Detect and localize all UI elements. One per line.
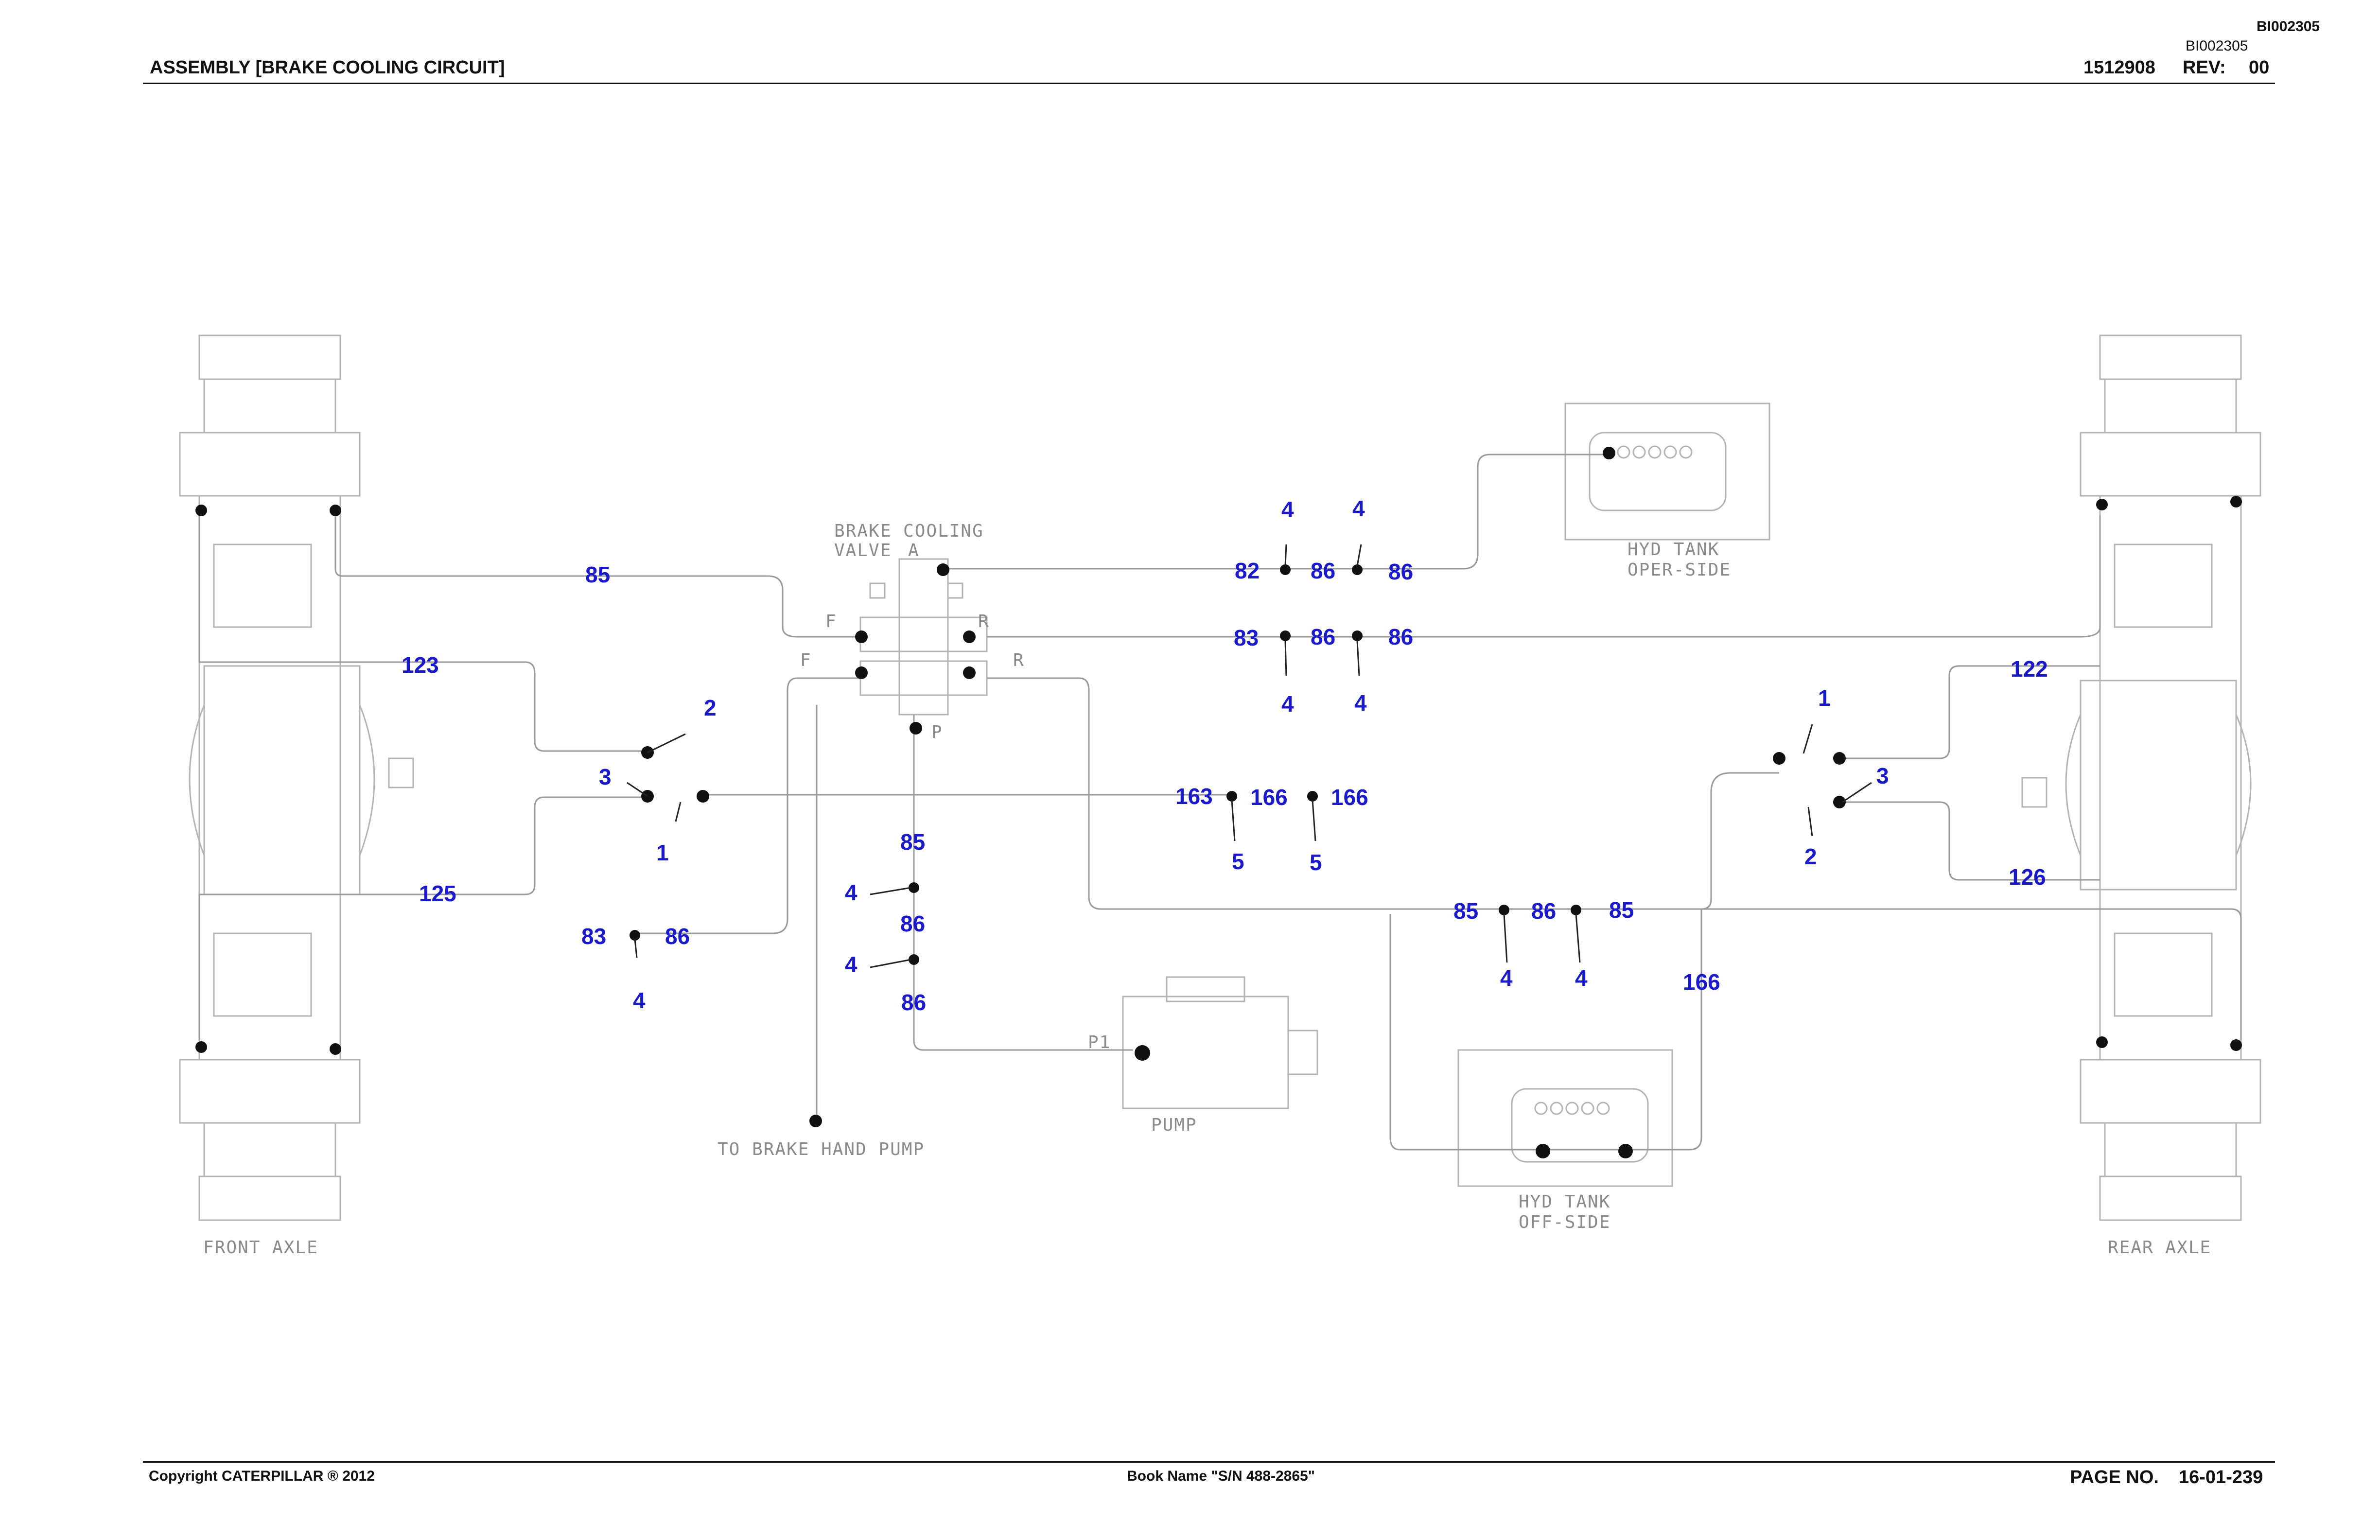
hyd-tank-off-side: HYD TANK OFF-SIDE [1457, 1049, 1673, 1232]
off-tank-label-2: OFF-SIDE [1519, 1212, 1610, 1232]
callout-86-top2: 86 [1388, 559, 1413, 584]
revision-label: REV: [2183, 57, 2226, 78]
callout-166-b: 166 [1331, 785, 1368, 810]
callout-4-top2: 4 [1352, 496, 1365, 521]
valve-port-f1: F [825, 612, 837, 631]
callout-3-right: 3 [1876, 763, 1889, 788]
callout-4-right2: 4 [1575, 965, 1588, 991]
pump-label: PUMP [1151, 1115, 1197, 1135]
valve-label-line1: BRAKE COOLING [834, 521, 984, 541]
callout-86-top3: 86 [1311, 624, 1335, 649]
off-tank-label-1: HYD TANK [1519, 1192, 1610, 1212]
callout-1-right: 1 [1818, 685, 1831, 711]
callout-86-top4: 86 [1388, 624, 1413, 649]
valve-port-p: P [931, 722, 943, 742]
hydraulic-lines [198, 454, 2242, 1151]
oper-tank-label-2: OPER-SIDE [1628, 560, 1731, 580]
callout-122: 122 [2011, 656, 2048, 682]
callout-83-top: 83 [1234, 625, 1259, 650]
rear-axle-drawing: REAR AXLE [2021, 334, 2261, 1258]
callout-85-right1: 85 [1453, 898, 1478, 924]
valve-port-f2: F [800, 650, 812, 670]
valve-port-r2: R [1013, 650, 1025, 670]
callout-4-right1: 4 [1500, 965, 1513, 991]
callout-86-top1: 86 [1311, 558, 1335, 583]
callout-85-right2: 85 [1609, 897, 1634, 923]
rear-axle-label: REAR AXLE [2108, 1238, 2211, 1258]
copyright-text: Copyright CATERPILLAR ® 2012 [149, 1468, 375, 1484]
valve-port-r1: R [978, 612, 990, 631]
callout-4-mid2: 4 [845, 952, 858, 977]
callout-3-left: 3 [599, 764, 612, 789]
leader-lines [627, 544, 1872, 968]
pump-port-p1: P1 [1088, 1032, 1111, 1052]
callout-166-a: 166 [1250, 785, 1288, 810]
callout-5-b: 5 [1310, 850, 1322, 875]
revision-value: 00 [2249, 57, 2270, 78]
document-number: 1512908 [2083, 57, 2155, 78]
callout-2-right: 2 [1804, 844, 1817, 869]
callout-86-low: 86 [665, 924, 690, 949]
callout-125: 125 [419, 881, 456, 906]
header-rule [143, 83, 2275, 84]
brake-cooling-valve: BRAKE COOLING VALVE A F F R R P [800, 521, 1025, 742]
valve-port-a: A [908, 541, 920, 560]
callout-86-mid1: 86 [900, 911, 925, 936]
callout-82: 82 [1235, 558, 1260, 583]
part-callouts: 85 123 2 3 1 125 83 86 4 85 4 86 4 86 4 … [402, 496, 2048, 1015]
front-axle-label: FRONT AXLE [203, 1238, 318, 1258]
page-title: ASSEMBLY [BRAKE COOLING CIRCUIT] [150, 57, 505, 78]
hyd-tank-oper-side: HYD TANK OPER-SIDE [1564, 402, 1770, 580]
callout-166-c: 166 [1683, 969, 1720, 995]
callout-83-low: 83 [581, 924, 606, 949]
front-axle-drawing: FRONT AXLE [179, 334, 414, 1258]
valve-label-line2: VALVE [834, 541, 892, 560]
book-name: Book Name "S/N 488-2865" [1127, 1468, 1315, 1484]
callout-85-top: 85 [585, 562, 610, 587]
hand-pump-label: TO BRAKE HAND PUMP [718, 1139, 925, 1159]
callout-1-left: 1 [656, 840, 669, 865]
callout-86-right: 86 [1531, 898, 1556, 924]
reference-code: BI002305 [2186, 38, 2248, 54]
fittings [195, 447, 2242, 1158]
page-number-value: 16-01-239 [2179, 1467, 2263, 1488]
callout-4-mid1: 4 [845, 880, 858, 905]
callout-86-mid2: 86 [901, 990, 926, 1015]
reference-code-top: BI002305 [2257, 18, 2320, 35]
callout-85-mid: 85 [900, 829, 925, 855]
page-number-label: PAGE NO. [2070, 1467, 2159, 1488]
footer-rule [143, 1461, 2275, 1463]
oper-tank-label-1: HYD TANK [1628, 540, 1719, 560]
callout-4-top3: 4 [1281, 691, 1294, 717]
callout-126: 126 [2009, 864, 2046, 890]
callout-123: 123 [402, 652, 439, 678]
callout-5-a: 5 [1232, 849, 1244, 874]
callout-4-top4: 4 [1354, 690, 1367, 716]
callout-163: 163 [1175, 784, 1213, 809]
pump: P1 PUMP [1088, 976, 1318, 1135]
callout-4-low: 4 [633, 988, 646, 1013]
callout-2-left: 2 [704, 695, 717, 720]
callout-4-top1: 4 [1281, 497, 1294, 522]
